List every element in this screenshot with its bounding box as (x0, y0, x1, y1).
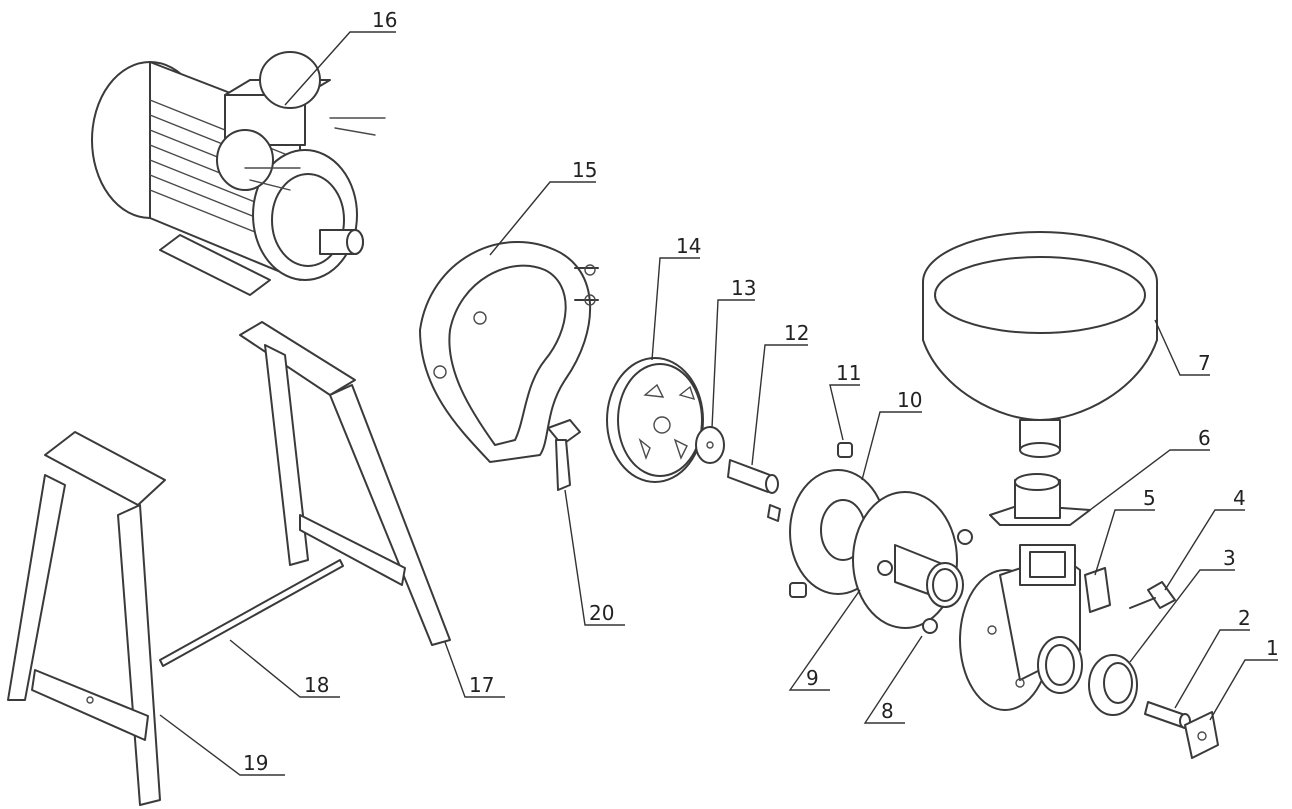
label-14: 14 (676, 234, 701, 258)
label-9: 9 (806, 666, 819, 690)
wing-bolt (1129, 581, 1176, 609)
electric-motor (91, 51, 386, 296)
key-plate (1184, 711, 1219, 759)
washer-hole (706, 441, 714, 449)
end-cap (1088, 654, 1138, 716)
label-17: 17 (469, 673, 494, 697)
cross-bar (159, 559, 344, 667)
pulley-wheel (606, 357, 704, 483)
hopper-funnel (922, 231, 1158, 458)
label-1: 1 (1266, 636, 1279, 660)
label-16: 16 (372, 8, 397, 32)
shaft-bolt (727, 459, 781, 522)
label-19: 19 (243, 751, 268, 775)
label-8: 8 (881, 699, 894, 723)
flanged-sleeve (989, 473, 1091, 526)
label-18: 18 (304, 673, 329, 697)
grinder-housing (959, 544, 1111, 711)
lever-handle (547, 419, 581, 491)
label-5: 5 (1143, 486, 1156, 510)
label-11: 11 (836, 361, 861, 385)
callout-numbers: 16 15 14 13 12 11 10 7 6 5 4 3 2 1 8 9 2… (243, 8, 1279, 775)
pin-screw (1144, 701, 1191, 729)
label-3: 3 (1223, 546, 1236, 570)
front-stand (7, 431, 166, 806)
label-10: 10 (897, 388, 922, 412)
flange-plate (852, 491, 973, 634)
leader-lines (159, 31, 1278, 776)
label-6: 6 (1198, 426, 1211, 450)
label-4: 4 (1233, 486, 1246, 510)
label-7: 7 (1198, 351, 1211, 375)
label-20: 20 (589, 601, 614, 625)
rear-stand (239, 321, 451, 646)
washer (695, 426, 725, 464)
label-13: 13 (731, 276, 756, 300)
label-2: 2 (1238, 606, 1251, 630)
small-nut (789, 582, 807, 598)
label-12: 12 (784, 321, 809, 345)
belt-guard-cover (419, 241, 599, 463)
label-15: 15 (572, 158, 597, 182)
nut (837, 442, 853, 458)
